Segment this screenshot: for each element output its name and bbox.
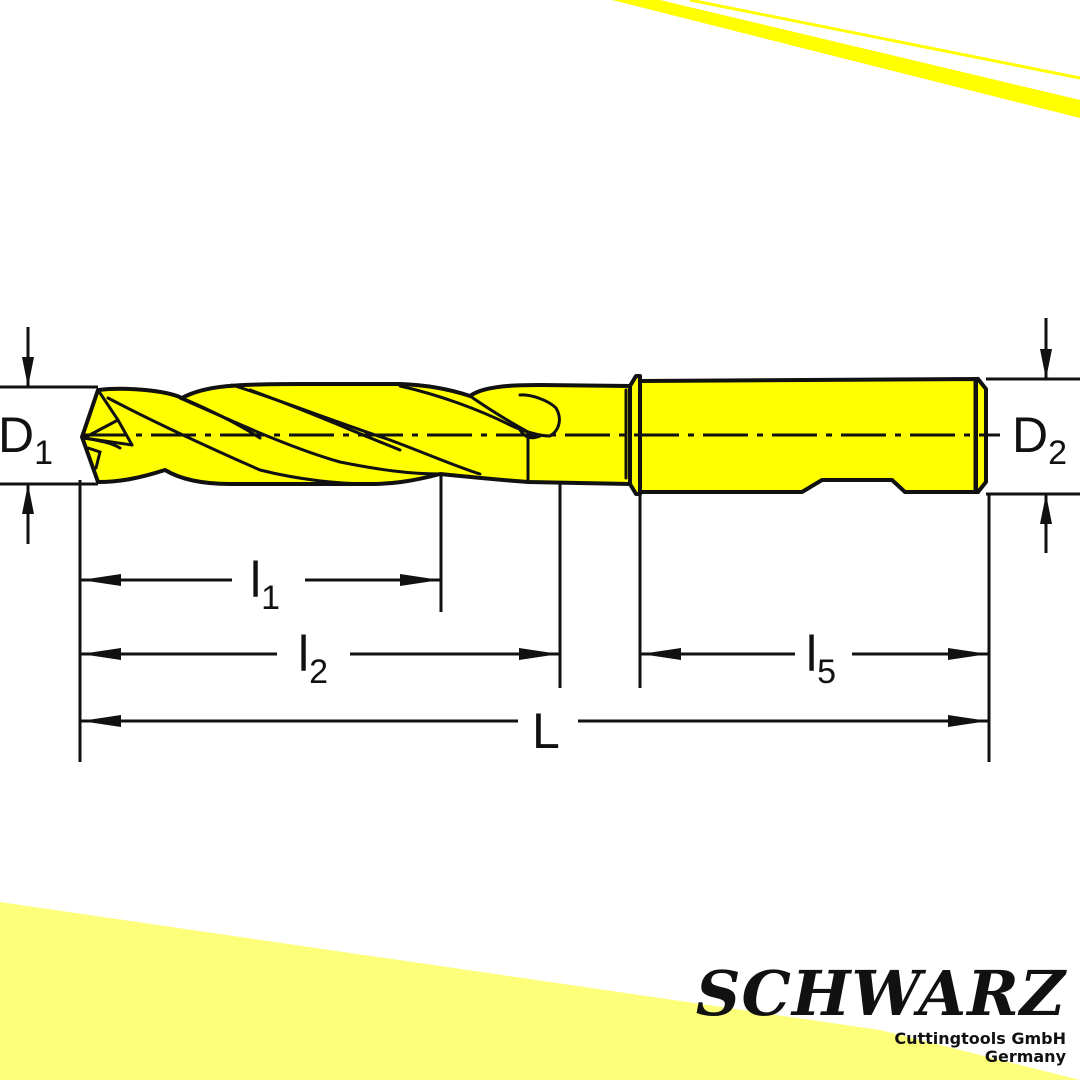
- l2-label: l2: [298, 626, 328, 691]
- top-right-accent-stripe: [612, 0, 1080, 118]
- flute-details: [80, 383, 561, 486]
- l5-label: l5: [806, 626, 836, 691]
- d1-label: D1: [0, 407, 53, 472]
- brand-country: Germany: [984, 1047, 1066, 1066]
- total-length-label: L: [532, 703, 560, 759]
- brand-name: SCHWARZ: [695, 957, 1066, 1030]
- extension-lines: [0, 377, 1080, 762]
- brand-logo: SCHWARZ Cuttingtools GmbH Germany: [696, 958, 1066, 1066]
- bottom-accent-band: [0, 902, 1080, 1080]
- brand-company: Cuttingtools GmbH: [894, 1029, 1066, 1048]
- top-right-stripe-line: [689, 0, 1080, 80]
- l1-label: l1: [250, 552, 280, 617]
- dimension-lines: [81, 574, 988, 727]
- d2-label: D2: [1012, 407, 1067, 472]
